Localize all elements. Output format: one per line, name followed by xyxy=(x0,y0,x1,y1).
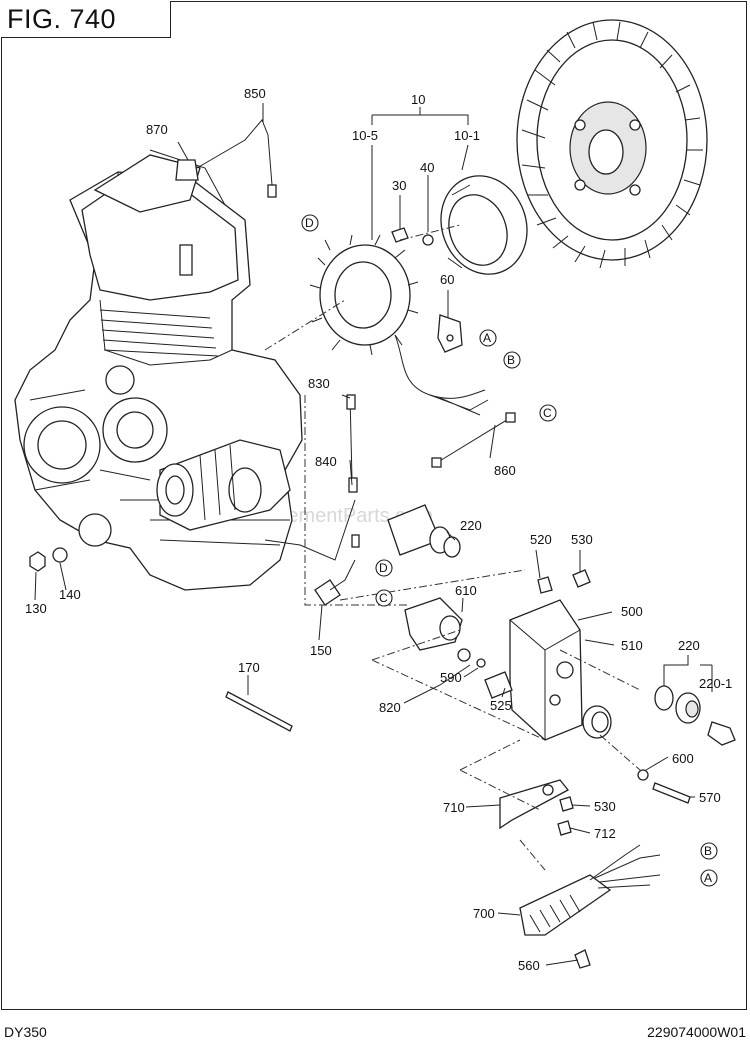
stator-assembly xyxy=(309,234,489,416)
callout-560: 560 xyxy=(518,958,540,973)
callout-10-5: 10-5 xyxy=(352,128,378,143)
callout-60: 60 xyxy=(440,272,454,287)
solenoid-assembly xyxy=(387,504,471,662)
callout-710: 710 xyxy=(443,800,465,815)
callout-530-lower: 530 xyxy=(594,799,616,814)
callout-712: 712 xyxy=(594,826,616,841)
callout-525: 525 xyxy=(490,698,512,713)
callout-150: 150 xyxy=(310,643,332,658)
callout-610: 610 xyxy=(455,583,477,598)
connector-d2-label: D xyxy=(379,561,388,575)
callout-220-upper: 220 xyxy=(460,518,482,533)
callout-labels: 10 10-5 10-1 30 40 60 850 870 830 840 86… xyxy=(25,86,732,973)
regulator-assembly xyxy=(499,779,661,969)
callout-140: 140 xyxy=(59,587,81,602)
figure-frame xyxy=(1,1,747,1010)
callout-220-lower: 220 xyxy=(678,638,700,653)
nut-130 xyxy=(29,551,46,572)
callout-220-1: 220-1 xyxy=(699,676,732,691)
connector-d-label: D xyxy=(305,216,314,230)
callout-30: 30 xyxy=(392,178,406,193)
part-150 xyxy=(314,579,341,606)
figure-title: FIG. 740 xyxy=(7,4,117,34)
callout-830: 830 xyxy=(308,376,330,391)
lead-wire-850 xyxy=(196,119,273,186)
flywheel-illustration xyxy=(516,19,708,269)
callout-530-upper: 530 xyxy=(571,532,593,547)
connector-c2-label: C xyxy=(379,591,388,605)
callout-870: 870 xyxy=(146,122,168,137)
connector-b-label: B xyxy=(507,353,515,367)
callout-570: 570 xyxy=(699,790,721,805)
connector-a-label: A xyxy=(483,331,491,345)
model-number: DY350 xyxy=(4,1024,47,1040)
callout-40: 40 xyxy=(420,160,434,175)
callout-10-1: 10-1 xyxy=(454,128,480,143)
key-switch-assembly xyxy=(637,685,736,804)
callout-850: 850 xyxy=(244,86,266,101)
callout-700: 700 xyxy=(473,906,495,921)
washer-140 xyxy=(52,547,68,563)
callout-510: 510 xyxy=(621,638,643,653)
callout-520: 520 xyxy=(530,532,552,547)
callout-590: 590 xyxy=(440,670,462,685)
callout-170: 170 xyxy=(238,660,260,675)
callout-600: 600 xyxy=(672,751,694,766)
rotor-assembly xyxy=(440,175,528,275)
connector-c-label: C xyxy=(543,406,552,420)
callout-840: 840 xyxy=(315,454,337,469)
document-number: 229074000W01 xyxy=(647,1024,746,1040)
callout-860: 860 xyxy=(494,463,516,478)
callout-10: 10 xyxy=(411,92,425,107)
lead-wire-860 xyxy=(437,417,511,463)
lead-wire-840 xyxy=(264,499,356,561)
callout-820: 820 xyxy=(379,700,401,715)
callout-500: 500 xyxy=(621,604,643,619)
engine-illustration xyxy=(14,149,303,591)
figure-title-box: FIG. 740 xyxy=(1,1,171,38)
callout-130: 130 xyxy=(25,601,47,616)
control-bracket xyxy=(476,569,612,741)
cable-tie-170 xyxy=(225,691,293,732)
connector-b2-label: B xyxy=(704,844,712,858)
connector-markers: D A B C D C B A xyxy=(301,214,718,887)
connector-a2-label: A xyxy=(704,871,712,885)
